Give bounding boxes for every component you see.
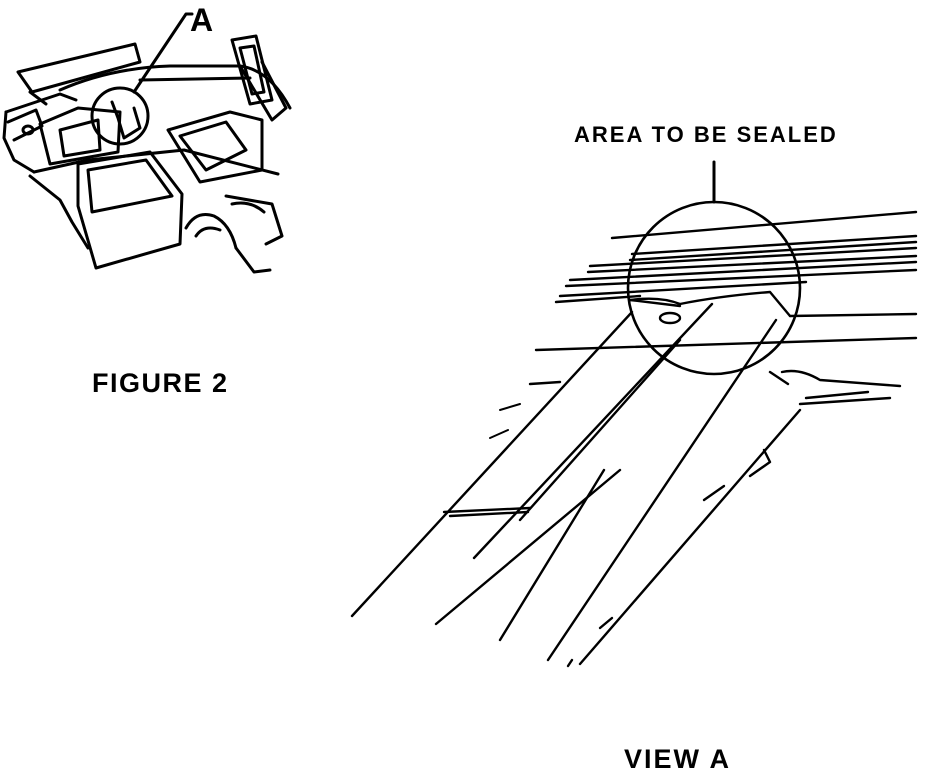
view-a-illustration (350, 160, 918, 668)
car-illustration (2, 12, 292, 274)
view-caption: VIEW A (624, 744, 732, 774)
sealed-area-note: AREA TO BE SEALED (574, 122, 838, 147)
callout-letter-a: A (190, 2, 214, 38)
figure-caption: FIGURE 2 (92, 368, 229, 398)
